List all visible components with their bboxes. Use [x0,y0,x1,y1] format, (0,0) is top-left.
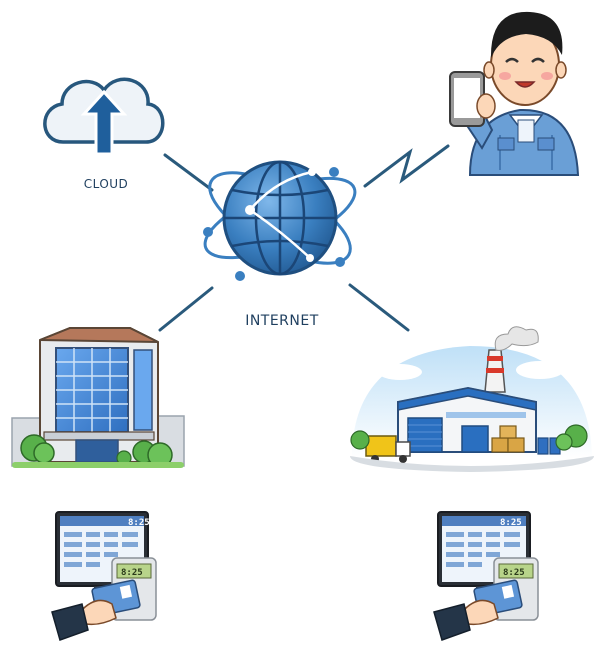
cloud-label: CLOUD [83,177,129,191]
terminal-clock-text: 8:25 [128,518,150,528]
hand-with-id-card-icon [51,579,141,641]
reader-clock-text: 8:25 [503,568,525,578]
globe-icon [203,160,357,281]
terminal-clock-text: 8:25 [500,518,522,528]
smartphone-icon [449,71,485,127]
time-clock-terminal-left: 8:25 8:25 [51,511,157,641]
link-internet-mobile-wireless [363,144,450,188]
cloud-upload-icon [43,77,165,156]
hand-with-id-card-icon [433,579,523,641]
link-internet-factory [348,283,410,332]
office-building-icon [11,327,185,468]
link-internet-office [158,286,214,332]
person-with-smartphone-icon [449,11,580,176]
reader-clock-text: 8:25 [121,568,143,578]
time-clock-terminal-right: 8:25 8:25 [433,511,539,641]
connection-lines [158,144,450,332]
trees [350,424,588,451]
factory-warehouse-icon [350,326,594,472]
link-cloud-internet [163,153,214,192]
internet-label: INTERNET [245,313,319,329]
